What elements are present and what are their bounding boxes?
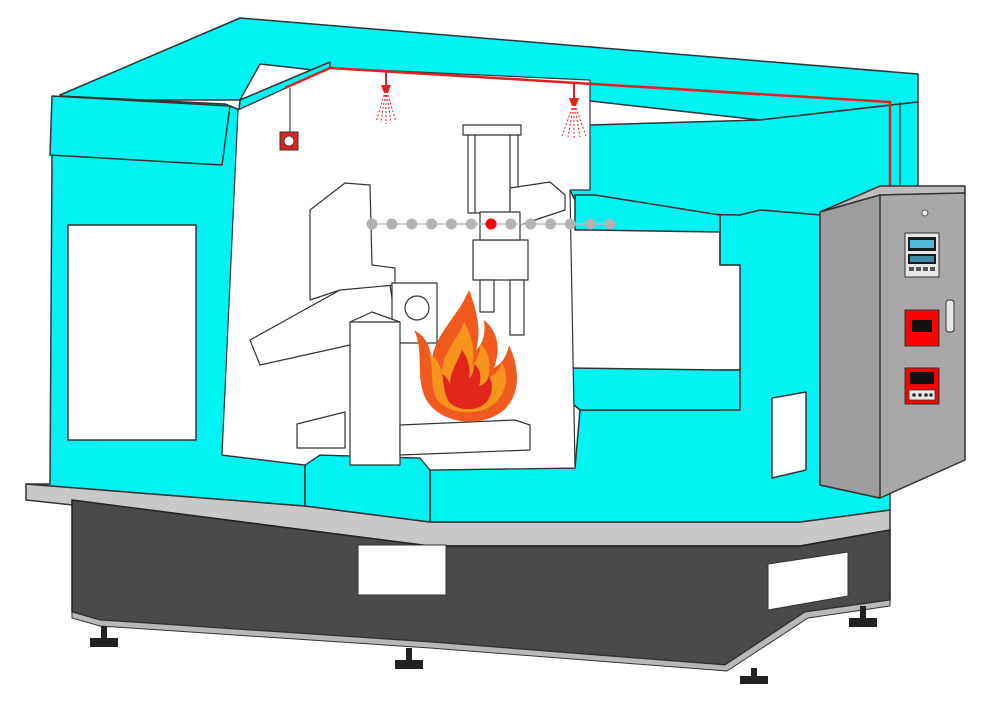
alarm-indicator-icon [904,309,940,347]
sensor-node [584,218,596,230]
sprinkler-nozzle-icon [569,98,579,106]
floor-slab-right [399,419,531,456]
right-window [771,391,807,479]
interior-back-wall [221,67,591,471]
enclosure-left-top [49,95,231,166]
linear-heat-sensor-chain [366,218,616,230]
cabinet-handle-icon[interactable] [945,299,955,333]
foot-center [395,648,423,669]
sprinkler-nozzle-icon [381,85,391,93]
smoke-detector-icon [279,131,299,151]
machine-base [25,483,891,672]
machine-interior [221,67,761,471]
sensor-node [465,218,477,230]
gripper-finger-right [509,279,525,336]
sprinkler-left [375,71,397,124]
sensor-node [366,218,378,230]
base-label-plate-side [767,551,849,611]
sensor-node [445,218,457,230]
sensor-node [505,218,517,230]
tool-post [349,311,401,466]
control-cabinet [819,185,966,499]
status-led-icon [921,209,929,217]
spindle-circle [404,295,430,321]
floor-slab-left [296,411,346,449]
flame-icon [414,290,517,422]
cabinet-side-shade [819,194,881,499]
sensor-node [525,218,537,230]
foot-right-back [849,606,877,627]
alarm-indicator-icon [904,367,940,405]
sensor-node [426,218,437,230]
foot-right-front [740,668,768,684]
machine-enclosure [25,17,919,523]
sensor-node [564,218,576,230]
foot-left [90,626,118,647]
base-label-plate-front [357,544,447,596]
temperature-controller-icon [904,232,940,278]
left-window [67,224,197,441]
gripper-finger-left [479,279,495,313]
sensor-node [604,218,616,230]
sensor-node [545,218,556,230]
right-shelf-lower [567,367,741,411]
base-lip [71,599,891,672]
main-pipe [284,66,892,205]
sprinkler-right [561,84,587,138]
sensor-node-triggered [485,218,497,230]
actuator-cap [462,124,522,136]
sensor-node [386,218,398,230]
leveling-feet [90,606,877,684]
chuck-support [309,182,396,301]
gripper-body [472,239,529,281]
sensor-node [406,218,418,230]
